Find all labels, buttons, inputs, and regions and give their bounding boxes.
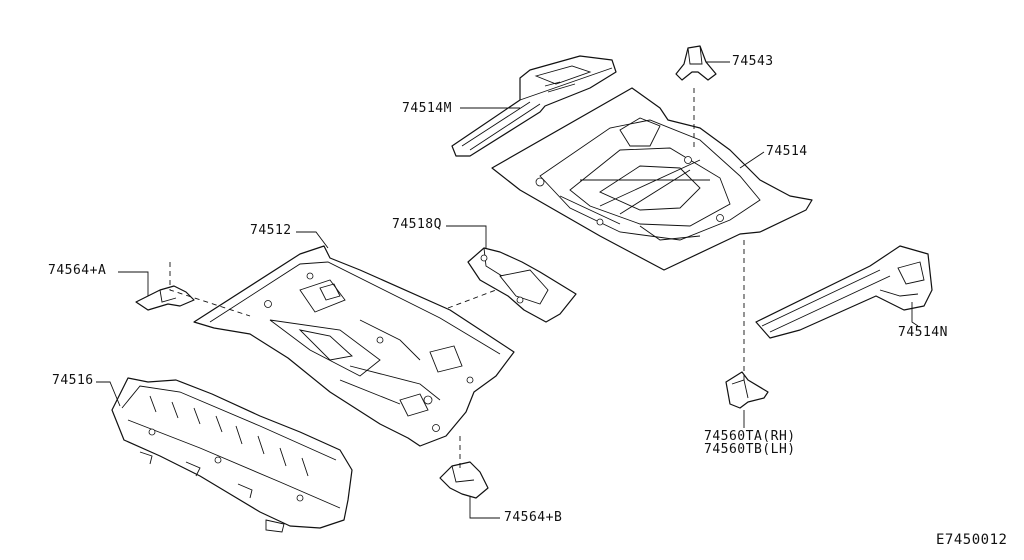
part-74512[interactable] [193, 245, 515, 447]
label-74518Q: 74518Q [392, 217, 442, 232]
label-74564B: 74564+B [504, 510, 563, 525]
part-74516[interactable] [111, 377, 353, 533]
part-74560T[interactable] [725, 371, 769, 409]
label-74543: 74543 [732, 54, 774, 69]
label-74514: 74514 [766, 144, 808, 159]
leader-lines [96, 61, 919, 519]
part-74514N[interactable] [755, 245, 933, 339]
figure-code: E7450012 [936, 532, 1008, 548]
part-74543[interactable] [675, 45, 717, 81]
label-74516: 74516 [52, 373, 94, 388]
label-74560TB: 74560TB(LH) [704, 442, 796, 457]
part-74518Q[interactable] [467, 247, 577, 323]
part-74514M[interactable] [451, 55, 617, 157]
label-74560TA: 74560TA(RH) [704, 429, 796, 444]
label-74514N: 74514N [898, 325, 948, 340]
label-74514M: 74514M [402, 101, 452, 116]
label-74564A: 74564+A [48, 263, 107, 278]
assembly-lines [169, 88, 745, 470]
part-74564B[interactable] [439, 461, 489, 499]
label-74512: 74512 [250, 223, 292, 238]
part-74564A[interactable] [135, 285, 195, 311]
part-74514[interactable] [491, 87, 813, 271]
